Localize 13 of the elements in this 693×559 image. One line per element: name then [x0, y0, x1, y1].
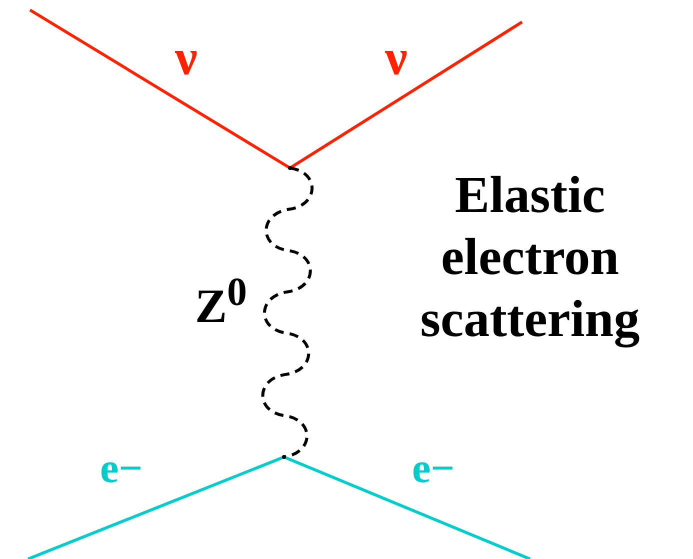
fermion-line [283, 456, 531, 559]
boson-propagator-line [261, 166, 314, 458]
fermion-line [27, 456, 285, 559]
edge-label: ν [385, 32, 408, 82]
edge-label: e− [412, 448, 455, 490]
edge-label: e− [100, 448, 143, 490]
edge-label: Z$^{0}$ [195, 272, 248, 331]
vertex-point [282, 455, 286, 459]
edge-label: ν [175, 32, 198, 82]
diagram-note: Elastic electron scattering [419, 166, 641, 350]
fermion-line [289, 20, 523, 170]
vertex-point [288, 166, 292, 170]
fermion-line [29, 8, 291, 170]
